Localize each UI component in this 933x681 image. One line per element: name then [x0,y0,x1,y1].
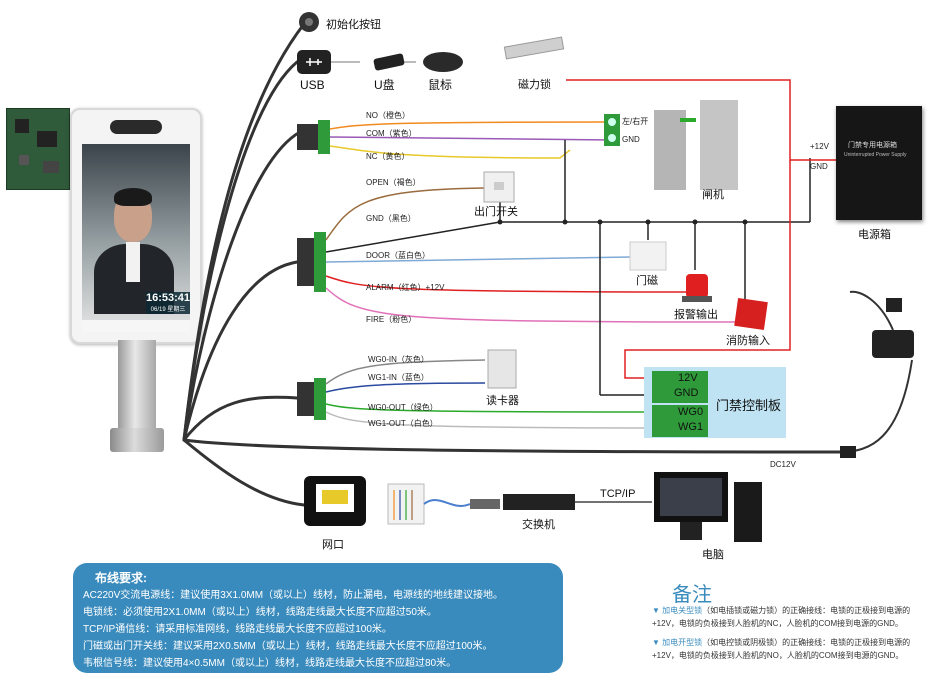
dc12v-adapter-icon [839,290,914,458]
note-2-key: 加电开型锁 [662,638,703,647]
ctrl-wg0-label: WG0 [678,406,704,418]
com-wire-label: COM（紫色） [366,129,417,138]
wg1-in-label: WG1-IN（蓝色） [368,373,429,382]
door-wire-label: DOOR（蓝白色） [366,251,430,260]
device-cables [182,22,842,507]
ctrl-wg1-label: WG1 [678,421,704,433]
terminal-screen: 16:53:41 06/19 星期三 [82,144,190,332]
network-label: 网口 [322,539,344,551]
access-control-board: 12V GND WG0 WG1 [644,367,786,438]
camera-module [110,120,162,134]
mouse-label: 鼠标 [428,78,453,92]
alarm-wire-label: ALARM（红色）+12V [366,283,445,292]
requirement-line: 电锁线：必须使用2X1.0MM（或以上）线材，线路走线最大长度不应超过50米。 [83,607,437,618]
ctrl-terminal-wiegand: WG0 WG1 [652,405,708,437]
ctrl-terminal-power: 12V GND [652,371,708,403]
controller-pcb-image [6,108,70,190]
mount-pole [118,340,156,430]
requirement-line: TCP/IP通信线：请采用标准网线，线路走线最大长度不应超过100米。 [83,624,392,635]
wg1-out-label: WG1-OUT（白色） [368,419,438,428]
fire-input-icon [734,298,768,330]
gate-lr-label: 左/右开 [622,117,649,126]
card-reader-label: 读卡器 [486,395,519,407]
wg0-out-label: WG0-OUT（绿色） [368,403,438,412]
fire-wire-label: FIRE（粉色） [366,315,417,324]
alarm-out-label: 报警输出 [674,309,718,321]
mount-base [110,428,164,452]
clock-display: 16:53:41 06/19 星期三 [146,292,190,314]
open-wire-label: OPEN（褐色） [366,178,421,187]
fire-in-label: 消防输入 [726,335,770,347]
note-2-text-b: +12V，电锁的负极接到人脸机的NO，人脸机的COM接到电源的GND。 [652,651,904,660]
wiring-requirements: 布线要求: AC220V交流电源线：建议使用3X1.0MM（或以上）线材，防止漏… [73,563,563,673]
mouse-icon [423,52,463,72]
alarm-icon [686,274,708,298]
requirements-title: 布线要求: [95,571,147,585]
psu-title: 门禁专用电源箱 [848,142,897,149]
mag-lock-label: 磁力锁 [518,79,551,91]
exit-switch-label: 出门开关 [474,206,518,218]
power-supply-box: 门禁专用电源箱 Uninterrupted Power Supply [836,106,922,220]
ctrl-gnd-label: GND [674,387,699,399]
clock-time: 16:53:41 [146,292,190,304]
tcpip-label: TCP/IP [600,488,636,500]
note-2-text-a: （如电控锁或阴极锁）的正确接线：电锁的正极接到电源的 [702,638,911,647]
door-sensor-label: 门磁 [636,275,658,287]
requirement-line: AC220V交流电源线：建议使用3X1.0MM（或以上）线材，防止漏电，电源线的… [83,590,504,601]
dc12v-label: DC12V [770,460,796,469]
card-reader-icon [487,349,517,389]
turnstile-gate-icon [654,100,738,190]
network-cable-icon [387,483,500,525]
wg0-in-label: WG0-IN（灰色） [368,355,429,364]
note-1-text-b: +12V，电锁的负极接到人脸机的NC，人脸机的COM接到电源的GND。 [652,619,903,628]
gate-gnd-label: GND [622,135,640,144]
gate-label: 闸机 [702,189,724,201]
note-1-text-a: （如电插锁或磁力锁）的正确接线：电锁的正极接到电源的 [702,606,911,615]
requirement-line: 韦根信号线：建议使用4×0.5MM（或以上）线材，线路走线最大长度不应超过80米… [83,658,457,669]
switch-label: 交换机 [522,519,555,531]
usb-label: USB [300,78,325,92]
nc-wire-label: NC（黄色） [366,152,410,161]
notes-title: 备注 [672,584,712,606]
requirement-line: 门磁或出门开关线：建议采用2X0.5MM（或以上）线材，线路走线最大长度不应超过… [83,641,493,652]
reset-button-label: 初始化按钮 [326,19,381,31]
usb-disk-icon [373,53,405,71]
plus12v-label: +12V [810,142,829,151]
ctrl-12v-label: 12V [678,372,698,384]
computer-label: 电脑 [702,549,724,561]
psu-gnd-label: GND [810,162,828,171]
note-2: ▼ 加电开型锁（如电控锁或阴极锁）的正确接线：电锁的正极接到电源的 +12V，电… [652,638,911,660]
door-sensor-icon [629,241,667,271]
clock-date: 06/19 星期三 [150,307,186,313]
note-1-key: 加电关型锁 [662,606,703,615]
network-switch-icon [503,494,575,510]
no-wire-label: NO（橙色） [366,111,410,120]
ctrl-board-label: 门禁控制板 [716,398,782,413]
gnd-wire-label: GND（黑色） [366,214,416,223]
u-disk-label: U盘 [374,78,395,92]
face-recognition-terminal: 16:53:41 06/19 星期三 [70,108,202,344]
gnd-bus [499,140,811,396]
magnetic-lock-icon [503,36,565,60]
psu-label: 电源箱 [858,229,891,241]
plus12v-bus [566,79,836,379]
psu-subtitle: Uninterrupted Power Supply [844,152,907,158]
computer-icon [654,472,762,542]
note-1: ▼ 加电关型锁（如电插锁或磁力锁）的正确接线：电锁的正极接到电源的 +12V，电… [652,606,911,628]
